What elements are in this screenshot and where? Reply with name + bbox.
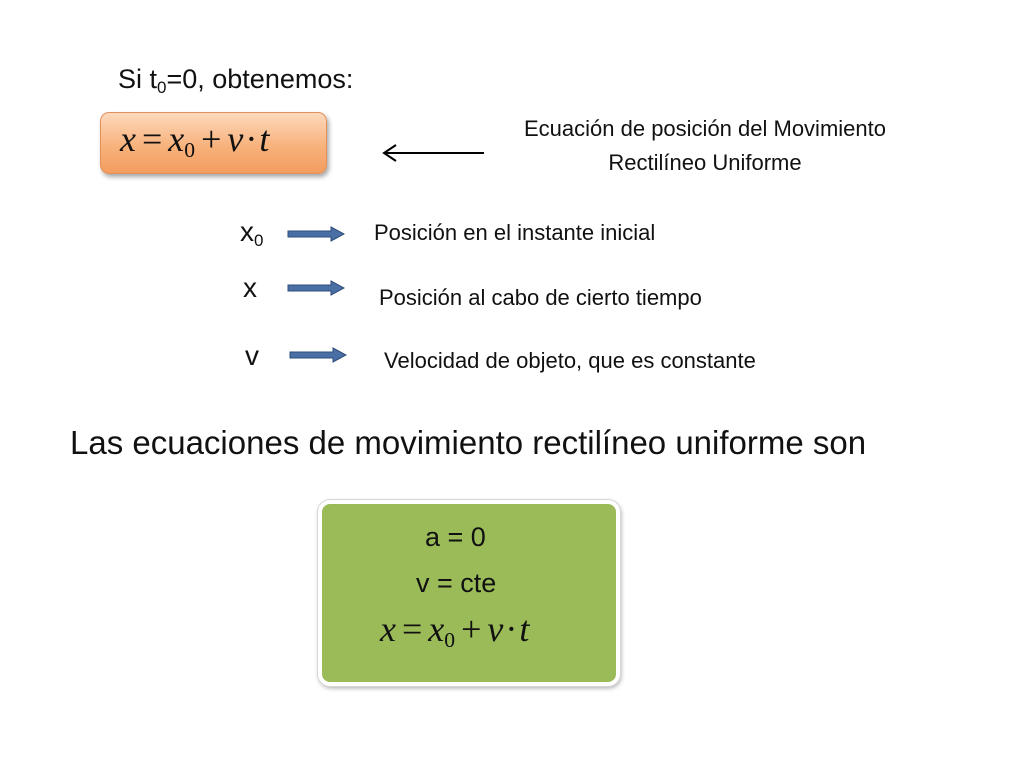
left-arrow-icon: [382, 144, 484, 162]
variable-symbol-x: x: [243, 272, 257, 303]
green-summary-box: [318, 500, 620, 686]
position-equation-bottom: x=x0+v·t: [380, 609, 530, 652]
right-arrow-icon: [289, 347, 347, 363]
equation-description: Ecuación de posición del Movimiento Rect…: [524, 116, 886, 175]
variable-description-x: Posición al cabo de cierto tiempo: [379, 285, 702, 310]
variable-symbol-x0: x0: [240, 216, 264, 250]
right-arrow-icon: [287, 226, 345, 242]
variable-description-x0: Posición en el instante inicial: [374, 220, 656, 245]
acceleration-equation: a = 0: [425, 522, 486, 552]
orange-formula-box: [100, 112, 327, 174]
headline: Las ecuaciones de movimiento rectilíneo …: [70, 424, 867, 461]
variable-description-v: Velocidad de objeto, que es constante: [384, 348, 756, 373]
position-equation: x=x0+v·t: [120, 119, 270, 162]
variable-symbol-v: v: [245, 340, 259, 371]
right-arrow-icon: [287, 280, 345, 296]
velocity-equation: v = cte: [416, 568, 497, 598]
intro-text: Si t0=0, obtenemos:: [118, 64, 354, 97]
